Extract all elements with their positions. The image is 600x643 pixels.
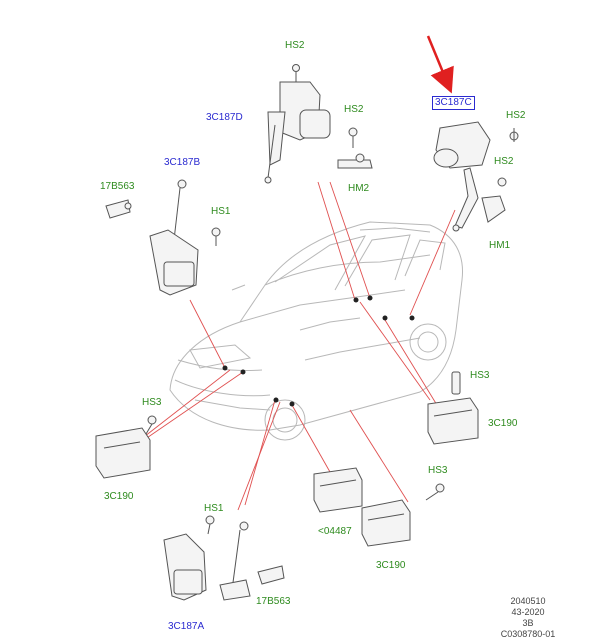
label-hs3-bottom: HS3 <box>428 465 448 476</box>
label-hs2-mid: HS2 <box>344 104 364 115</box>
reference-line-1: 2040510 <box>510 596 546 606</box>
label-3c187c: 3C187C <box>432 96 475 110</box>
label-hm2: HM2 <box>348 183 370 194</box>
vehicle-mount-points <box>222 295 415 407</box>
height-sensor-3c187d <box>264 64 373 184</box>
sensor-3c190-left <box>95 415 157 479</box>
label-17b563-bottom: 17B563 <box>256 596 291 607</box>
label-hs2-top: HS2 <box>285 40 305 51</box>
label-3c190-bottom: 3C190 <box>376 560 406 571</box>
label-3c187d: 3C187D <box>206 112 243 123</box>
height-sensor-3c187b <box>105 179 221 296</box>
label-3c187a: 3C187A <box>168 621 205 632</box>
label-hs3-left: HS3 <box>142 397 162 408</box>
height-sensor-3c187a <box>163 515 285 601</box>
label-hm1: HM1 <box>489 240 511 251</box>
sensor-3c190-bottom <box>361 483 445 547</box>
label-3c190-left: 3C190 <box>104 491 134 502</box>
label-hs2-right2: HS2 <box>494 156 514 167</box>
label-hs2-right1: HS2 <box>506 110 526 121</box>
height-sensor-3c187c <box>433 121 519 232</box>
reference-block: 2040510 43-2020 3B C0308780-01 <box>480 596 576 640</box>
sensor-04487 <box>313 467 363 513</box>
label-hs1-bottom: HS1 <box>204 503 224 514</box>
leader-lines <box>137 181 456 511</box>
label-04487: <04487 <box>318 526 352 537</box>
label-3c190-right: 3C190 <box>488 418 518 429</box>
reference-line-4: C0308780-01 <box>500 629 556 639</box>
label-3c187b: 3C187B <box>164 157 201 168</box>
reference-line-3: 3B <box>522 618 534 628</box>
callout-arrow <box>426 35 454 94</box>
label-17b563-left: 17B563 <box>100 181 135 192</box>
vehicle-outline <box>169 221 464 441</box>
label-hs3-right: HS3 <box>470 370 490 381</box>
label-hs1-left: HS1 <box>211 206 231 217</box>
reference-line-2: 43-2020 <box>511 607 545 617</box>
sensor-3c190-right <box>427 371 479 445</box>
